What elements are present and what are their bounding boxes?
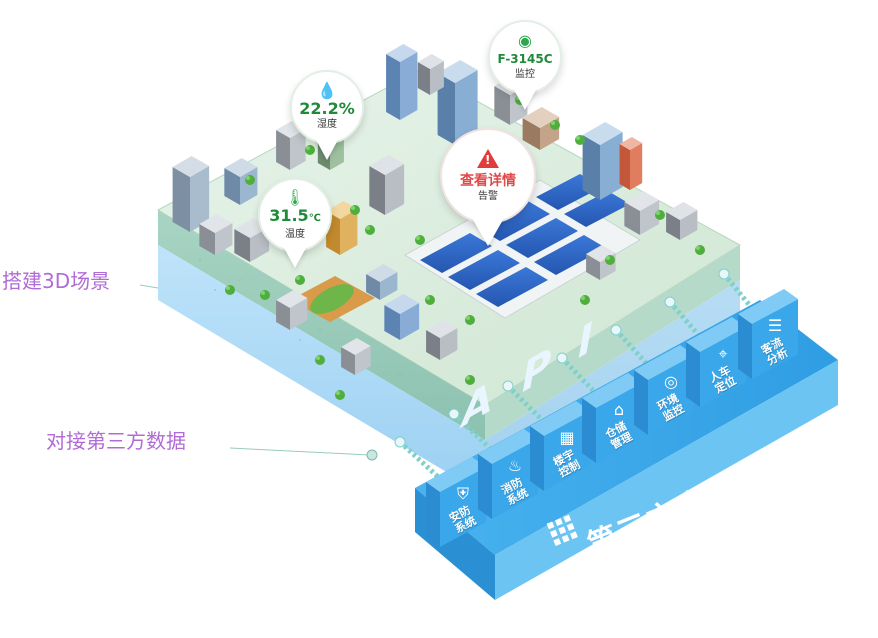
- camera-icon: ◉: [518, 31, 532, 50]
- connector-node: [448, 408, 460, 420]
- app-block-1: [426, 457, 486, 547]
- application-blocks: [426, 289, 798, 547]
- camera-id: F-3145C: [497, 52, 553, 66]
- leader-line-data: [229, 447, 371, 456]
- alarm-pin[interactable]: ! 查看详情 告警: [440, 128, 536, 246]
- alarm-label: 告警: [478, 190, 498, 202]
- third-party-base-front: [495, 360, 838, 600]
- platform-side-right-green: [485, 245, 740, 440]
- people-icon: ☰: [767, 316, 783, 335]
- alarm-details-link[interactable]: 查看详情: [460, 172, 516, 189]
- thermometer-icon: 🌡: [284, 187, 306, 207]
- api-letter-i: I: [578, 313, 593, 369]
- camera-pin[interactable]: ◉ F-3145C 监控: [488, 20, 562, 110]
- temperature-pin[interactable]: 🌡 31.5℃ 温度: [258, 178, 332, 268]
- connector-node: [394, 436, 406, 448]
- app-block-3: [530, 401, 590, 491]
- city-buildings: [172, 44, 698, 375]
- app-block-6: [686, 317, 746, 407]
- connector-node: [502, 380, 514, 392]
- temperature-label: 温度: [285, 228, 305, 240]
- connector-line: [506, 384, 554, 432]
- platform-side-left-green: [158, 210, 485, 440]
- humidity-pin[interactable]: 💧 22.2% 湿度: [290, 70, 364, 160]
- sports-field: [290, 276, 375, 322]
- app-block-4: [582, 373, 642, 463]
- data-layer-left: [158, 245, 485, 495]
- connector-node: [664, 296, 676, 308]
- connect-third-party-data-label: 对接第三方数据: [46, 429, 186, 453]
- humidity-value: 22.2%: [299, 99, 355, 118]
- app-block-5: [634, 345, 694, 435]
- leader-dot-data: [366, 449, 378, 461]
- warehouse-icon: ⌂: [613, 400, 625, 419]
- app-block-2: [478, 429, 538, 519]
- temperature-value: 31.5℃: [269, 205, 321, 225]
- humidity-label: 湿度: [317, 119, 337, 130]
- connector-node: [610, 324, 622, 336]
- shield-icon: ⛨: [456, 484, 469, 503]
- radar-icon: ◎: [664, 372, 678, 391]
- connector-node: [556, 352, 568, 364]
- location-pin-icon: ⌖: [718, 344, 728, 363]
- camera-label: 监控: [515, 69, 535, 80]
- connector-line: [452, 412, 502, 460]
- warning-icon: !: [477, 148, 499, 168]
- building-icon: ▦: [559, 428, 575, 447]
- flame-icon: ♨: [507, 456, 523, 475]
- app-block-7: [738, 289, 798, 379]
- water-drop-icon: 💧: [317, 81, 337, 100]
- connector-node: [718, 268, 730, 280]
- build-3d-scene-label: 搭建3D场景: [2, 269, 111, 293]
